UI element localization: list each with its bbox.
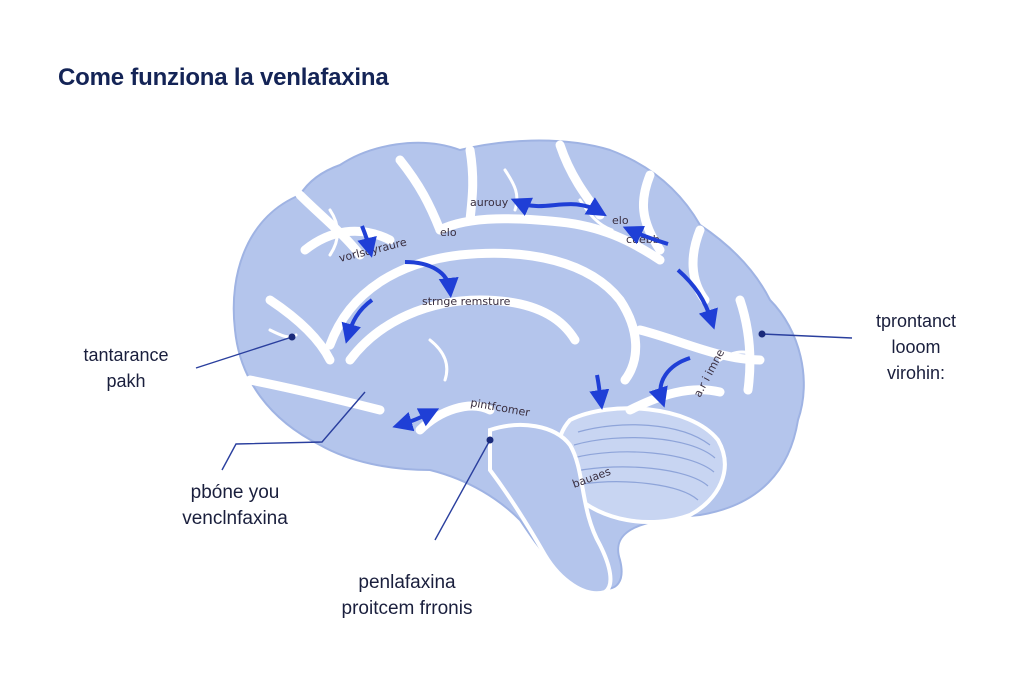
arrow-right-down: [676, 268, 718, 330]
arrow-upper-left-down: [357, 225, 377, 258]
leader-lines: [195, 333, 853, 541]
callout-right-line2: looom: [891, 337, 941, 357]
arrow-top-right: [622, 225, 669, 246]
cerebellum-lines: [572, 424, 716, 501]
callout-left-line1: tantarance: [83, 345, 169, 365]
arrow-mid-down: [589, 374, 610, 410]
leader-dot-bottom: [486, 436, 494, 444]
callout-left-line2: pakh: [106, 371, 146, 391]
callout-bottom-left-line1: pbóne you: [190, 482, 280, 503]
label-center: strnge remsture: [422, 295, 511, 308]
label-top: aurouy: [470, 196, 509, 209]
callout-right: tprontanct looom virohin:: [856, 308, 976, 386]
callout-bottom-line1: penlafaxina: [358, 572, 456, 593]
leader-dot-right: [758, 330, 766, 338]
label-top-right: elo: [612, 214, 629, 227]
arrow-lower-left: [392, 408, 440, 432]
callout-right-line1: tprontanct: [875, 311, 957, 331]
arrow-right-curve: [648, 356, 691, 408]
arrow-top-double: [510, 197, 607, 217]
brainstem: [488, 423, 613, 596]
page-title: Come funziona la venlafaxina: [58, 64, 389, 91]
callout-bottom-line2: proitcem frronis: [341, 598, 473, 619]
arrow-center-curve: [404, 260, 459, 298]
callout-bottom-left-line2: venclnfaxina: [182, 508, 288, 529]
pathway-arrows: [341, 197, 718, 432]
callout-bottom: penlafaxina proitcem frronis: [322, 570, 492, 622]
leader-dot-left: [288, 333, 296, 341]
callout-bottom-left: pbóne you venclnfaxina: [160, 480, 310, 532]
label-upper-left2: elo: [440, 226, 457, 239]
callout-right-line3: virohin:: [886, 363, 946, 383]
arrow-left-down: [341, 298, 374, 344]
callout-left: tantarance pakh: [66, 342, 186, 394]
